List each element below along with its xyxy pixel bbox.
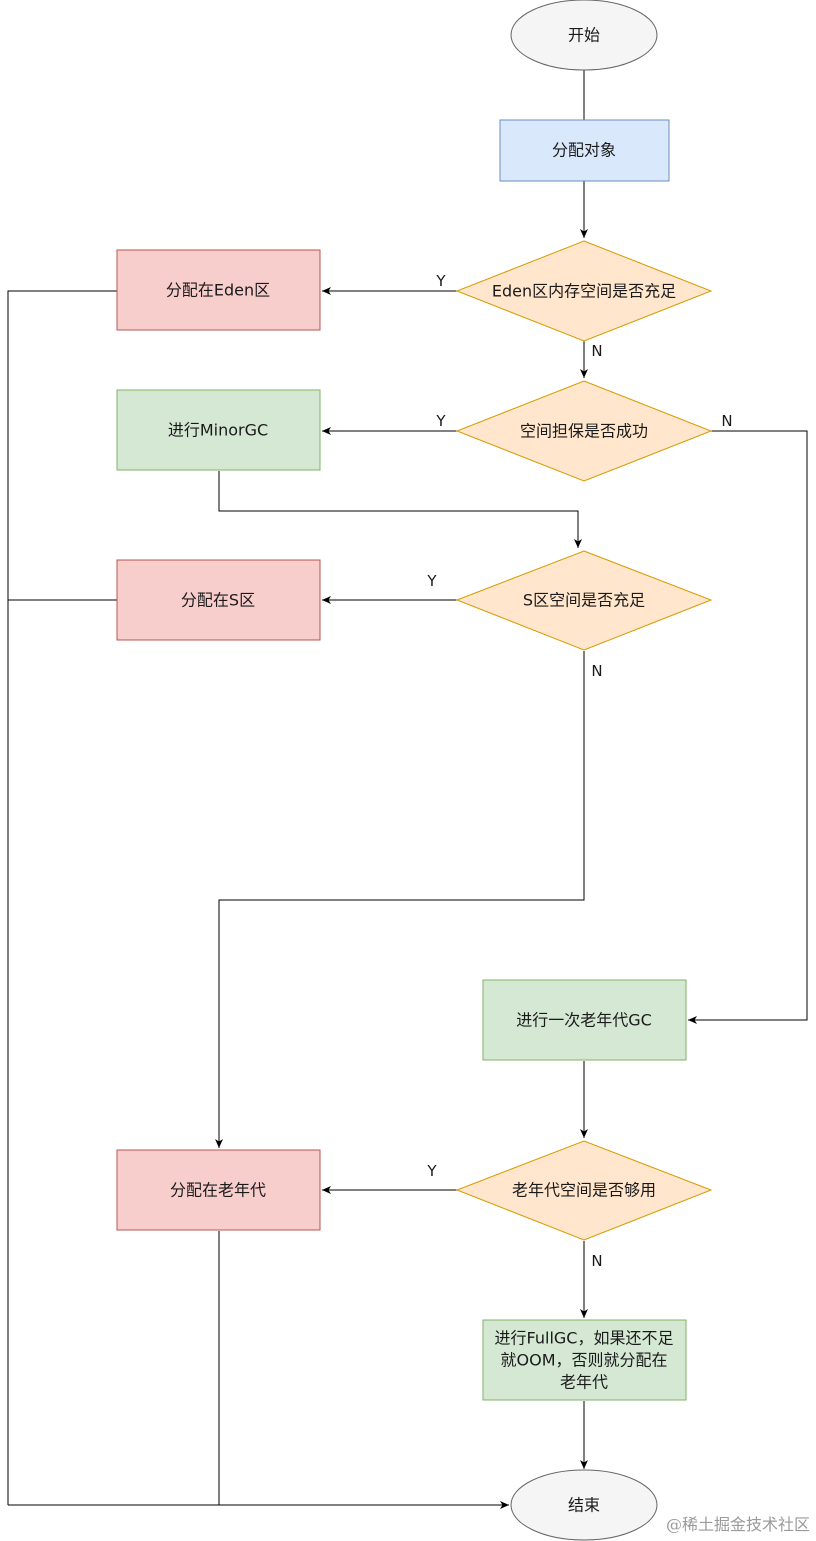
label-guarantee-yes: Y [435,412,446,430]
start-label: 开始 [568,26,600,45]
label-guarantee-no: N [721,412,732,430]
connectors [7,70,808,1509]
label-eden-yes: Y [435,272,446,290]
eden-check-label: Eden区内存空间是否充足 [492,282,676,301]
minor-gc-label: 进行MinorGC [168,421,268,440]
alloc-s-label: 分配在S区 [181,591,255,610]
edge-eden-alloc-to-end [7,290,117,1505]
alloc-object-label: 分配对象 [552,141,616,160]
label-old-yes: Y [426,1162,437,1180]
s-check-label: S区空间是否充足 [523,591,645,610]
edge-s-no [215,651,585,1148]
full-gc-line-2: 就OOM，否则就分配在 [501,1351,668,1370]
old-check-label: 老年代空间是否够用 [512,1181,656,1200]
alloc-old-label: 分配在老年代 [170,1181,266,1200]
label-eden-no: N [591,342,602,360]
space-guarantee-label: 空间担保是否成功 [520,422,648,441]
end-label: 结束 [568,1496,600,1515]
label-s-no: N [591,662,602,680]
node-full-gc: 进行FullGC，如果还不足 就OOM，否则就分配在 老年代 [482,1319,687,1401]
full-gc-line-3: 老年代 [560,1373,608,1392]
node-s-check: S区空间是否充足 [455,550,713,651]
node-space-guarantee: 空间担保是否成功 [455,380,713,482]
edge-minorgc-to-s-check [218,471,582,548]
node-eden-check: Eden区内存空间是否充足 [455,240,713,342]
node-start: 开始 [510,0,658,71]
node-minor-gc: 进行MinorGC [116,389,321,471]
label-s-yes: Y [426,572,437,590]
node-alloc-old: 分配在老年代 [116,1149,321,1231]
node-end: 结束 [510,1469,658,1541]
node-old-check: 老年代空间是否够用 [455,1140,713,1241]
full-gc-line-1: 进行FullGC，如果还不足 [495,1329,674,1348]
watermark-text: @稀土掘金技术社区 [666,1515,810,1534]
edge-guarantee-no [688,430,808,1024]
old-gc-label: 进行一次老年代GC [516,1011,652,1030]
node-alloc-eden: 分配在Eden区 [116,249,321,331]
alloc-eden-label: 分配在Eden区 [166,281,270,300]
edge-labels: Y N Y N Y N Y N [426,272,732,1270]
label-old-no: N [591,1252,602,1270]
node-alloc-s: 分配在S区 [116,559,321,641]
node-alloc-object: 分配对象 [499,119,670,182]
node-old-gc: 进行一次老年代GC [482,979,687,1061]
